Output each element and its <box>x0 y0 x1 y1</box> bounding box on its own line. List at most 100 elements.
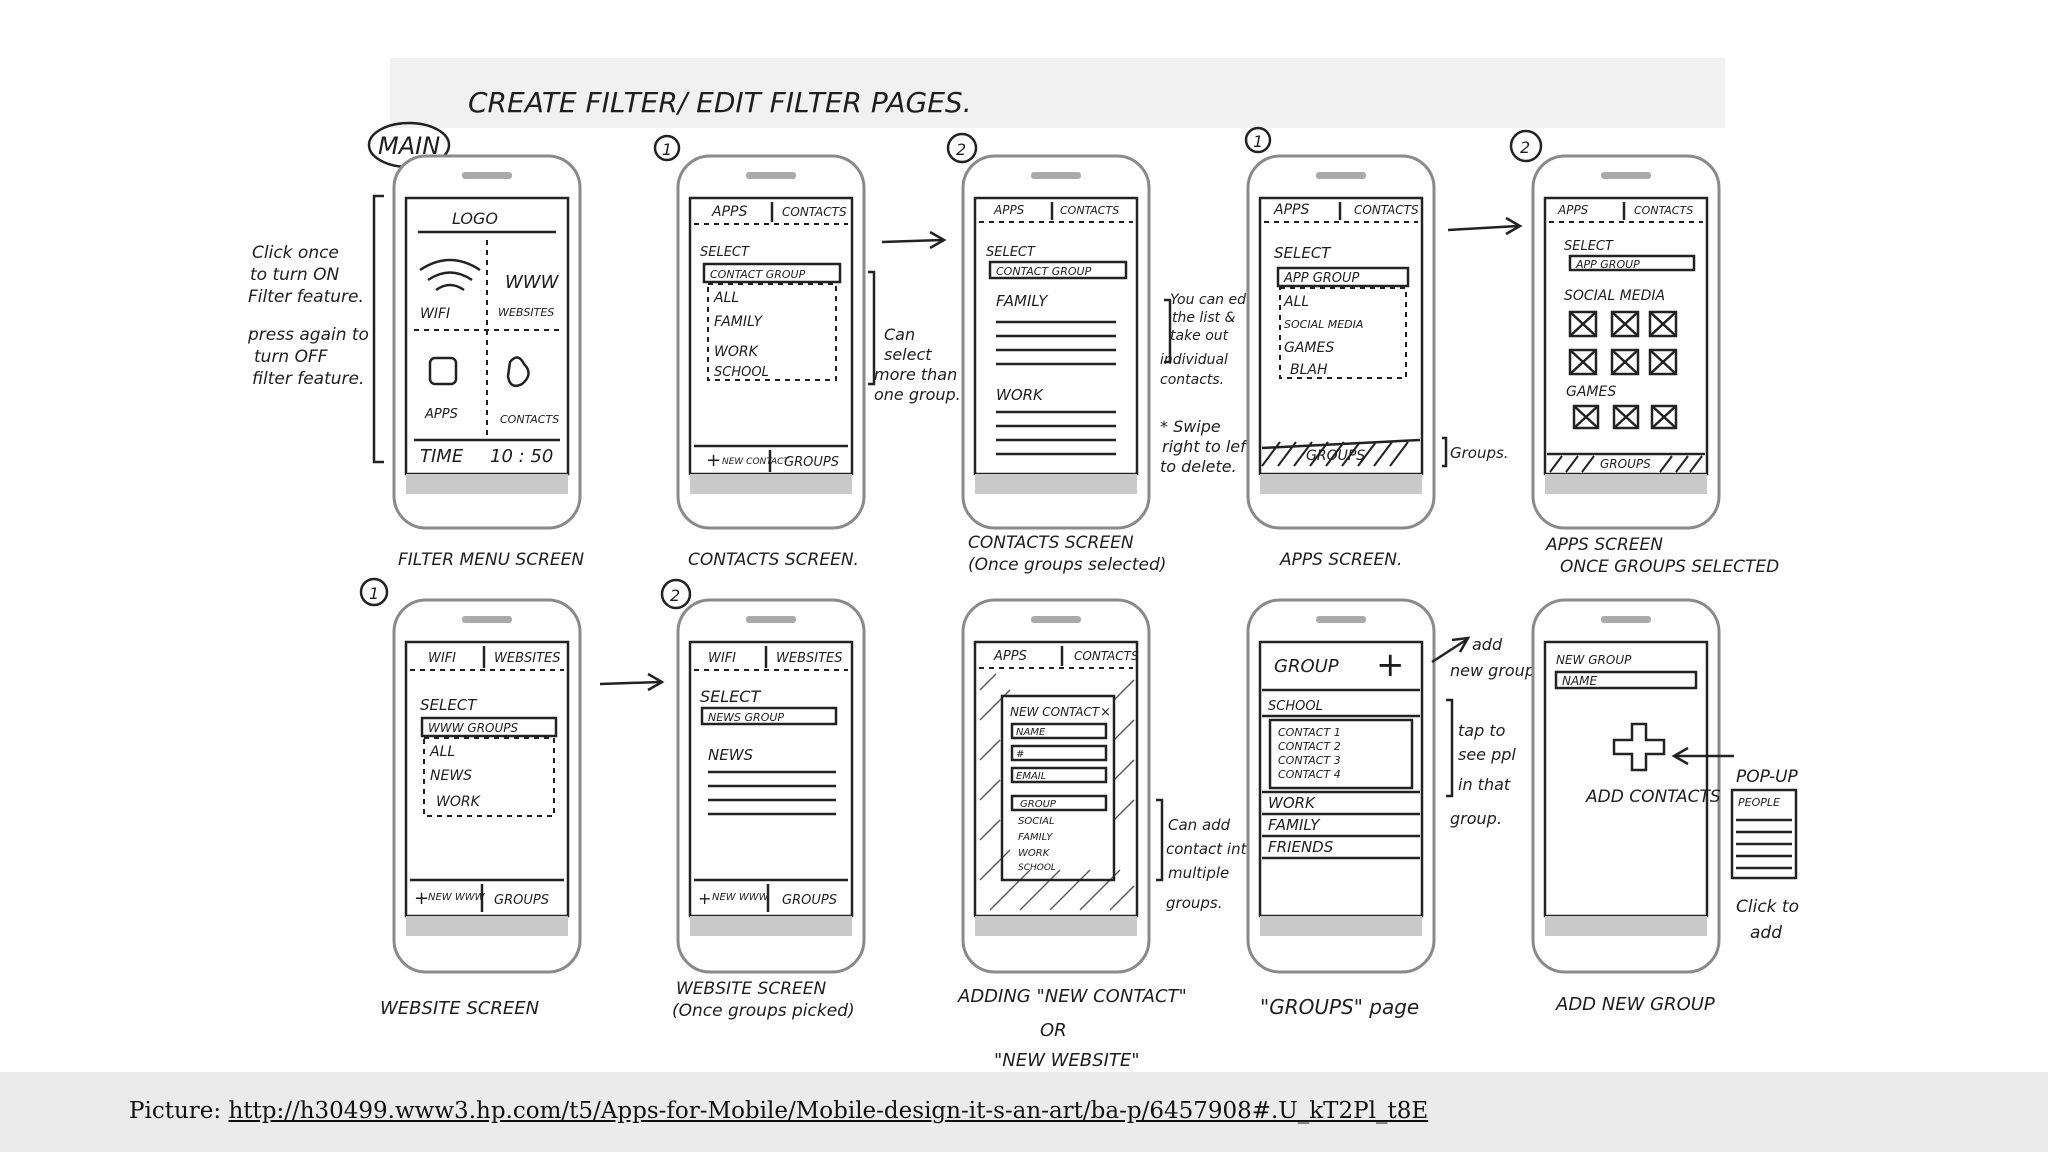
tab-websites[interactable]: WEBSITES <box>776 651 842 666</box>
list-item[interactable]: SCHOOL <box>714 365 769 380</box>
tab-contacts[interactable]: CONTACTS <box>1634 204 1693 217</box>
tab-wifi[interactable]: WIFI <box>708 651 736 666</box>
group-name-field[interactable] <box>1554 670 1698 690</box>
svg-text:SELECT: SELECT <box>700 687 761 706</box>
new-www-button[interactable]: NEW WWW <box>712 892 770 903</box>
caption-groups: "GROUPS" page <box>1260 995 1419 1019</box>
svg-text:NEW CONTACT: NEW CONTACT <box>1010 705 1101 719</box>
app-group-dropdown[interactable] <box>1568 254 1696 272</box>
groups-bar[interactable]: GROUPS <box>1306 448 1365 464</box>
list-item[interactable]: WORK <box>1018 848 1051 859</box>
caption-apps-1: APPS SCREEN. <box>1279 550 1402 570</box>
tab-apps[interactable]: APPS <box>1273 202 1309 218</box>
svg-text:NAME: NAME <box>1562 674 1598 688</box>
list-item[interactable]: CONTACT 2 <box>1278 740 1341 753</box>
phone-field[interactable] <box>1010 744 1108 762</box>
groups-header: GROUP <box>1274 656 1339 677</box>
tab-apps[interactable]: APPS <box>711 204 747 220</box>
www-label[interactable]: WWW <box>505 272 560 293</box>
svg-text:1: 1 <box>369 584 379 603</box>
tab-contacts[interactable]: CONTACTS <box>1060 204 1119 217</box>
contacts-icon[interactable] <box>506 356 530 387</box>
group-dropdown[interactable] <box>1010 794 1108 812</box>
plus-icon[interactable]: + <box>698 889 711 908</box>
groups-button[interactable]: GROUPS <box>782 893 837 908</box>
app-icon-grid[interactable] <box>1568 310 1678 376</box>
caption-prefix: Picture: <box>129 1098 229 1124</box>
list-item[interactable]: BLAH <box>1290 362 1328 378</box>
groups-bar[interactable]: GROUPS <box>1600 457 1651 471</box>
group-item-school[interactable]: SCHOOL <box>1268 699 1323 714</box>
wifi-label: WIFI <box>420 306 450 322</box>
email-field[interactable] <box>1010 766 1108 784</box>
note-select-multiple: Can select more than one group. <box>874 325 962 404</box>
name-field[interactable] <box>1010 722 1108 740</box>
svg-text:NEWS GROUP: NEWS GROUP <box>708 711 784 724</box>
contact-group-dropdown[interactable] <box>988 260 1128 280</box>
list-item[interactable]: CONTACT 3 <box>1278 754 1341 767</box>
note-add-new-group: add new group <box>1450 635 1535 680</box>
source-link[interactable]: http://h30499.www3.hp.com/t5/Apps-for-Mo… <box>228 1098 1429 1124</box>
list-item[interactable]: WORK <box>714 344 760 360</box>
svg-text:SELECT: SELECT <box>986 245 1036 260</box>
tab-apps[interactable]: APPS <box>993 649 1027 664</box>
websites-label: WEBSITES <box>498 306 554 319</box>
svg-text:SELECT: SELECT <box>420 696 478 714</box>
list-item[interactable]: GAMES <box>1284 340 1334 356</box>
tab-wifi[interactable]: WIFI <box>428 651 456 666</box>
news-group-dropdown[interactable] <box>700 706 838 726</box>
tab-contacts[interactable]: CONTACTS <box>1074 649 1139 663</box>
tab-contacts[interactable]: CONTACTS <box>782 205 847 219</box>
apps-label: APPS <box>424 407 458 422</box>
list-item[interactable]: ALL <box>1283 294 1309 310</box>
new-www-button[interactable]: NEW WWW <box>428 892 486 903</box>
list-item[interactable]: SCHOOL <box>1018 863 1056 873</box>
svg-text:#: # <box>1016 749 1024 760</box>
people-label: PEOPLE <box>1738 796 1780 809</box>
step-number: 1 <box>662 140 672 159</box>
list-item[interactable]: CONTACT 4 <box>1278 768 1341 781</box>
list-item[interactable]: SOCIAL MEDIA <box>1284 318 1363 331</box>
select-label: SELECT <box>700 245 750 260</box>
list-item[interactable]: SOCIAL <box>1018 816 1055 827</box>
add-contacts-button[interactable]: ADD CONTACTS <box>1585 787 1721 807</box>
apps-icon[interactable] <box>428 356 458 386</box>
list-item[interactable]: ALL <box>713 290 739 306</box>
list-item[interactable]: FAMILY <box>1268 816 1321 834</box>
section-title: WORK <box>996 386 1044 404</box>
new-contact-popup[interactable] <box>1000 694 1116 882</box>
svg-text:CONTACT GROUP: CONTACT GROUP <box>710 268 806 281</box>
app-icon-grid[interactable] <box>1572 404 1678 430</box>
new-contact-button[interactable]: NEW CONTACT <box>722 457 790 467</box>
tab-apps[interactable]: APPS <box>1557 203 1589 217</box>
wifi-icon[interactable] <box>419 258 481 292</box>
note-popup: POP-UP <box>1736 767 1799 787</box>
tab-apps[interactable]: APPS <box>993 203 1025 217</box>
arrow <box>881 238 943 244</box>
www-groups-dropdown[interactable] <box>420 716 558 738</box>
list-item[interactable]: NEWS <box>430 768 472 784</box>
list-item[interactable]: CONTACT 1 <box>1278 726 1341 739</box>
add-contacts-icon[interactable] <box>1612 722 1666 772</box>
contact-group-dropdown[interactable] <box>702 262 842 284</box>
groups-button[interactable]: GROUPS <box>784 455 839 470</box>
svg-text:SELECT: SELECT <box>1274 244 1332 262</box>
list-item[interactable]: FRIENDS <box>1268 838 1334 856</box>
svg-text:CONTACT GROUP: CONTACT GROUP <box>996 265 1092 278</box>
list-item[interactable]: FAMILY <box>714 314 763 330</box>
list-item[interactable]: ALL <box>429 744 455 760</box>
plus-icon[interactable]: + <box>414 888 429 909</box>
phone-filter-menu: LOGO WIFI WWW WEBSITES APPS CONTACTS TIM… <box>392 154 582 530</box>
add-group-button[interactable]: + <box>1376 645 1405 685</box>
contacts-sublist <box>1268 718 1414 790</box>
list-item[interactable]: FAMILY <box>1018 832 1053 843</box>
svg-text:APP GROUP: APP GROUP <box>1575 258 1640 271</box>
groups-button[interactable]: GROUPS <box>494 893 549 908</box>
list-item[interactable]: WORK <box>436 794 482 810</box>
list-item[interactable]: WORK <box>1268 794 1316 812</box>
plus-icon[interactable]: + <box>706 450 721 471</box>
close-icon[interactable]: × <box>1100 705 1111 720</box>
app-group-dropdown[interactable] <box>1276 266 1410 288</box>
tab-websites[interactable]: WEBSITES <box>494 651 560 666</box>
tab-contacts[interactable]: CONTACTS <box>1354 203 1419 217</box>
